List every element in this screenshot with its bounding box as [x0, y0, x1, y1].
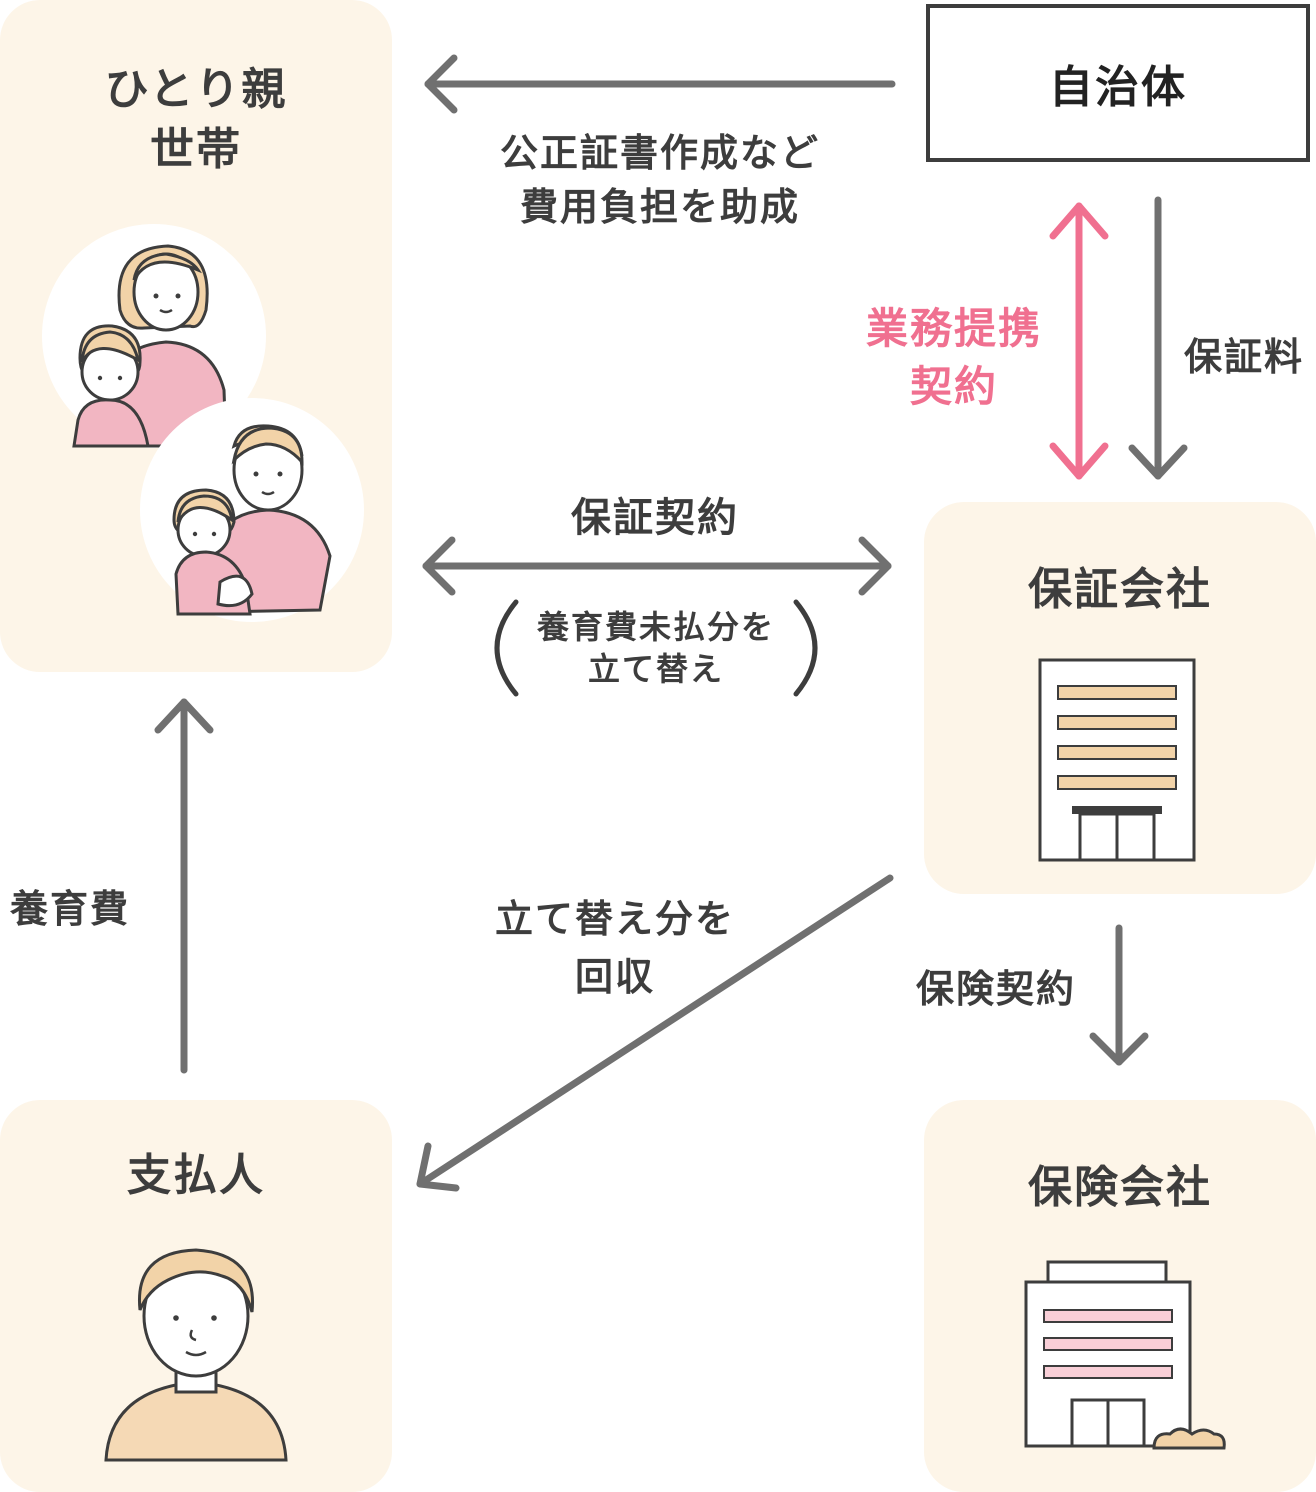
guarantee-contract-note-line1: 養育費未払分を: [536, 608, 775, 646]
guarantee-fee-label: 保証料: [1183, 335, 1304, 379]
guarantee-contract-arrow: [422, 536, 892, 596]
subsidy-label-line1: 公正証書作成など: [499, 131, 820, 175]
recovery-label-line1: 立て替え分を: [494, 897, 735, 941]
single-parent-label-line2: 世帯: [150, 124, 242, 175]
single-parent-label: ひとり親 世帯: [0, 60, 392, 180]
subsidy-label: 公正証書作成など 費用負担を助成: [440, 126, 880, 234]
insurer-building-illustration: [1024, 1260, 1226, 1450]
child-support-label: 養育費: [9, 887, 130, 931]
father-child-illustration: [140, 398, 364, 622]
payer-label: 支払人: [127, 1150, 265, 1201]
payer-illustration: [104, 1248, 288, 1462]
partnership-label: 業務提携 契約: [840, 300, 1068, 416]
mother-child-illustration: [42, 224, 266, 448]
partnership-label-line1: 業務提携: [865, 304, 1042, 353]
subsidy-arrow: [424, 54, 896, 114]
recovery-arrow: [416, 874, 894, 1192]
insurance-contract-label: 保険契約: [915, 967, 1076, 1011]
note-parentheses: [494, 599, 818, 697]
partnership-label-line2: 契約: [909, 362, 998, 411]
insurance-contract-arrow: [1089, 924, 1149, 1066]
guarantee-contract-label: 保証契約: [571, 495, 739, 541]
guarantor-label: 保証会社: [1028, 564, 1212, 615]
recovery-label-line2: 回収: [574, 955, 655, 999]
guarantor-building-illustration: [1038, 658, 1196, 862]
guarantee-contract-note: 養育費未払分を 立て替え: [500, 606, 812, 690]
guarantee-contract-note-line2: 立て替え: [587, 650, 724, 688]
subsidy-label-line2: 費用負担を助成: [519, 185, 800, 229]
single-parent-label-line1: ひとり親: [104, 64, 288, 115]
municipality-box: [926, 4, 1310, 162]
partnership-arrow: [1049, 202, 1109, 480]
insurer-label: 保険会社: [1028, 1162, 1212, 1213]
recovery-label: 立て替え分を 回収: [460, 890, 770, 1006]
child-support-arrow: [154, 698, 214, 1074]
guarantee-fee-arrow: [1128, 196, 1188, 480]
municipality-label: 自治体: [1049, 62, 1187, 113]
